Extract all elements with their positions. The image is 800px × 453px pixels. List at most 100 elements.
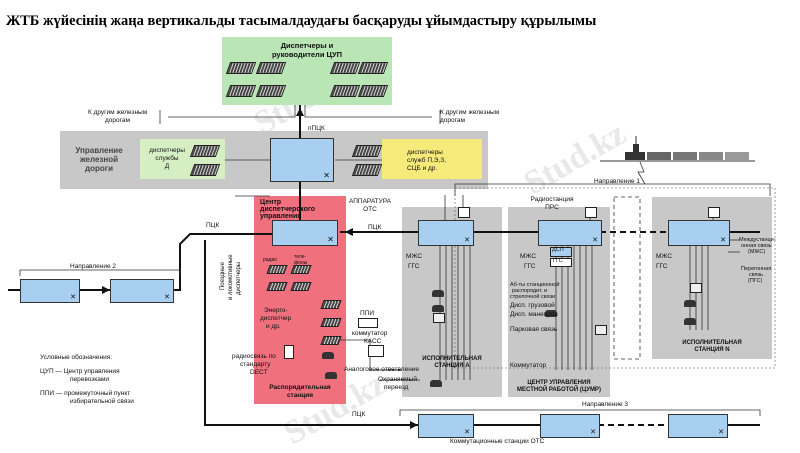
console-icon (255, 62, 287, 74)
distribution-line1: Распорядительная (269, 384, 331, 391)
cargo-label: Дисп. грузовой (510, 302, 555, 309)
dect-line2: стандарту (240, 361, 271, 368)
dispatch-pek-line2: служб П,Э,З, (407, 157, 447, 164)
other-roads-right-2: дорогам (440, 117, 465, 124)
station-box-icon: ✕ (327, 235, 334, 244)
console-icon (320, 318, 342, 327)
direction2-box-1[interactable]: ✕ (20, 279, 80, 303)
phone-icon (432, 290, 444, 297)
station-box-icon: ✕ (323, 171, 330, 180)
ab-line2: распорядит. и (512, 288, 548, 294)
station-n-line1: ИСПОЛНИТЕЛЬНАЯ (682, 340, 742, 346)
page-title: ЖТБ жүйесінің жаңа вертикальды тасымалда… (6, 13, 597, 29)
dect-line3: DECT (250, 369, 268, 376)
direction3-box-2[interactable]: ✕ (540, 414, 600, 438)
loco-dispatch-label-2: и локомотивные (228, 254, 235, 300)
direction2-label: Направление 2 (70, 263, 117, 270)
distribution-line2: станция (286, 392, 314, 399)
tsuimr-line2: МЕСТНОЙ РАБОТОЙ (ЦУМР) (517, 387, 601, 393)
station-box-icon: ✕ (590, 429, 596, 436)
station-a-box[interactable]: ✕ (418, 220, 474, 246)
console-icon (357, 62, 389, 74)
phone-icon (545, 310, 557, 317)
tsuimr-line1: ЦЕНТР УПРАВЛЕНИЯ (527, 380, 591, 386)
center-box[interactable]: ✕ (272, 220, 338, 246)
interstation-line1: Междустанци- (739, 237, 776, 243)
ab-line1: Аб-ты станционной (510, 282, 560, 288)
kass-line2: КАСС (364, 338, 382, 345)
kass-box (368, 345, 384, 357)
loco-dispatch-line1: Поездные (220, 262, 226, 290)
legend-heading: Условные обозначения: (40, 354, 113, 361)
park-label: Парковая связь (510, 326, 558, 333)
radio-prs-line1: Радиостанция (530, 196, 574, 203)
console-icon (357, 85, 389, 97)
antenna-icon (708, 207, 720, 218)
ppi-label: ППИ (360, 310, 375, 317)
other-roads-right-1: К другим железным (440, 109, 500, 116)
antenna-icon (284, 345, 294, 359)
direction3-box-3[interactable]: ✕ (668, 414, 728, 438)
phone-icon (430, 380, 442, 387)
station-a-line2: СТАНЦИЯ А (434, 363, 470, 369)
interstation-line2: онная связь (741, 243, 772, 249)
station-box-icon: ✕ (464, 429, 470, 436)
legend-cup-2: перевозками (70, 376, 109, 383)
loco-dispatch-label: Поездные (220, 262, 227, 290)
console-icon (351, 145, 383, 157)
direction3-box-1[interactable]: ✕ (418, 414, 474, 438)
legend-ppi-1: ППИ — промежуточный пункт (40, 390, 131, 397)
console-icon (225, 62, 257, 74)
direction1-label: Направление 1 (594, 178, 641, 185)
station-box-icon: ✕ (718, 429, 724, 436)
console-icon (329, 62, 361, 74)
ots-app-line1: АППАРАТУРА (348, 198, 391, 205)
ab-line3: стрелочной связи (510, 294, 556, 300)
station-n-box[interactable]: ✕ (668, 220, 730, 246)
tsuimr-box[interactable]: ✕ (538, 220, 602, 246)
speaker-icon (595, 325, 607, 335)
ppi-box (358, 318, 378, 328)
energy-line3: и др. (266, 323, 281, 330)
ots-app-line2: ОТС (363, 206, 377, 213)
console-icon (290, 282, 312, 291)
ggs-box-label: ГГС (553, 258, 563, 264)
loco-dispatch-line3: диспетчеры (236, 261, 242, 295)
energy-line1: Энерго- (264, 307, 288, 314)
interstation-line3: (МЖС) (748, 249, 766, 255)
other-roads-left-1: К другим железным (88, 109, 148, 116)
dispatch-d-line2: службы (155, 155, 179, 162)
mzhs-n: МЖС (656, 253, 673, 260)
kass-line1: коммутатор (352, 330, 388, 337)
mzhs-tsuimr: МЖС (520, 253, 537, 260)
console-icon (290, 265, 312, 274)
road-mgmt-line1: Управление (75, 146, 123, 155)
pck-top-label: ПЦК (206, 222, 220, 229)
console-icon (266, 265, 288, 274)
console-icon (189, 145, 221, 157)
console-icon (225, 85, 257, 97)
direction3-label: Направление 3 (582, 401, 629, 408)
haul-line2: связь (749, 272, 763, 278)
station-box-icon: ✕ (464, 237, 470, 244)
station-n-line2: СТАНЦИЯ N (694, 347, 730, 353)
ggs-tsuimr: ГГС (524, 263, 536, 270)
dispatch-d-line3: Д (164, 163, 170, 170)
console-icon (266, 282, 288, 291)
console-icon (329, 85, 361, 97)
dispatch-pek-line1: диспетчеры (407, 149, 443, 156)
console-icon (320, 300, 342, 309)
radio-small: радио (263, 257, 278, 263)
switch-label: Коммутатор (510, 362, 547, 369)
haul-line3: (ПГС) (748, 278, 763, 284)
direction2-box-2[interactable]: ✕ (110, 279, 174, 303)
ggs-box (550, 258, 572, 267)
analog-label: Аналоговое ответвление (344, 366, 420, 373)
console-icon (189, 164, 221, 176)
cup-label-1: Диспетчеры и (280, 41, 334, 50)
station-box-icon: ✕ (70, 294, 76, 301)
mzhs-a: МЖС (406, 253, 423, 260)
cup-box[interactable]: ✕ (270, 138, 334, 182)
pck-bottom-label: ПЦК (352, 411, 366, 418)
energy-line2: диспетчер (260, 315, 292, 322)
